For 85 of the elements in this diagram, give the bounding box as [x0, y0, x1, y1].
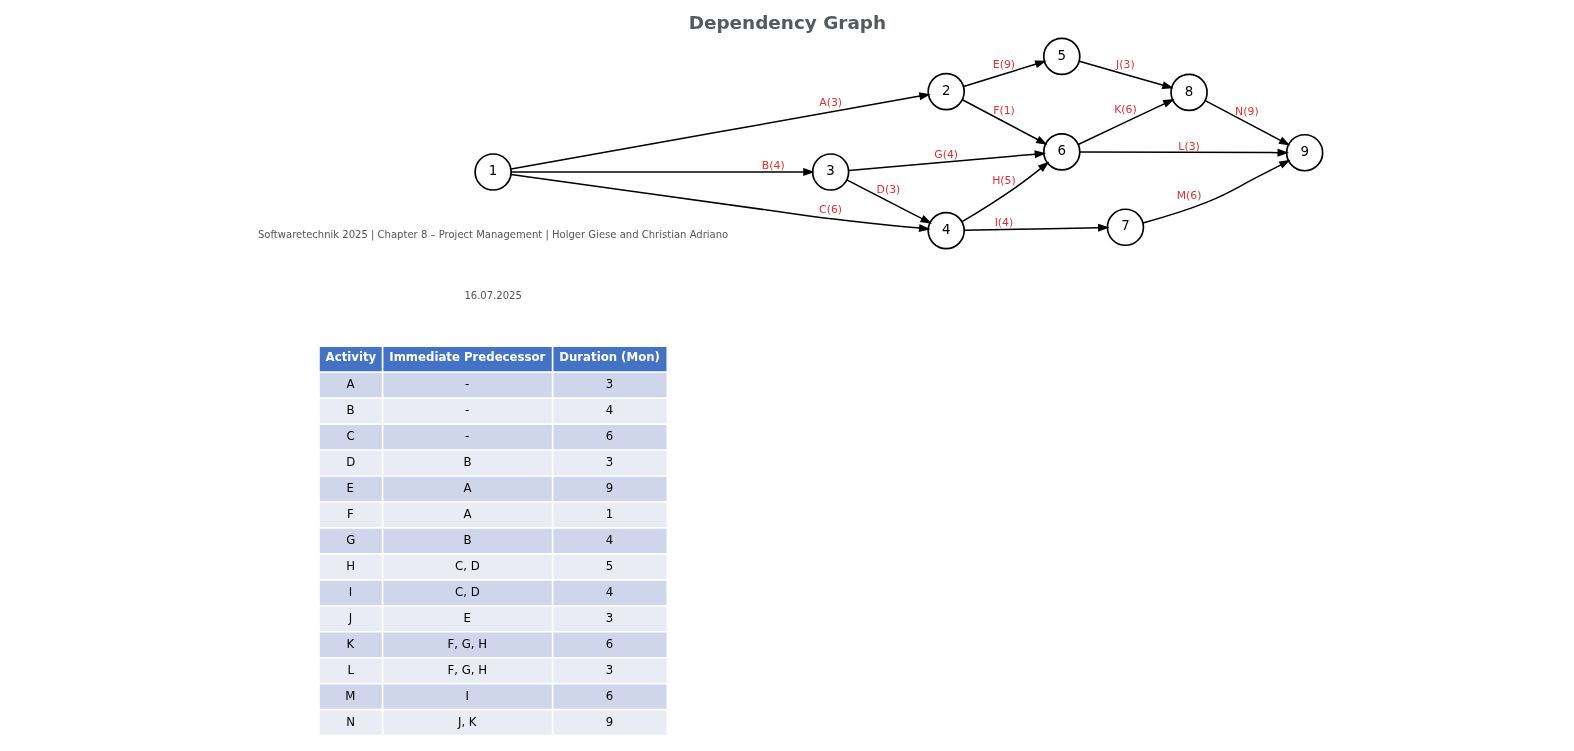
label: 9	[605, 481, 613, 496]
arrow	[962, 60, 1047, 88]
label: I	[464, 688, 469, 703]
arrow	[1077, 98, 1174, 146]
label: 9	[605, 714, 613, 729]
label: B	[462, 533, 471, 547]
node-circle: 7	[1106, 208, 1144, 247]
label: Softwaretechnik 2025 | Chapter 8 – Project Management | Holger Giese and Christian Adriano	[257, 229, 728, 241]
label: -	[464, 377, 469, 392]
label: 3	[605, 662, 613, 677]
arrow	[1078, 148, 1289, 157]
label: D	[345, 455, 355, 470]
label: 6	[605, 429, 613, 444]
label: E	[346, 481, 354, 496]
arrow	[1078, 60, 1174, 89]
label: C	[346, 429, 355, 444]
edge-label: E(9)	[992, 58, 1015, 72]
edge-label: J(3)	[1115, 57, 1135, 71]
label: F	[346, 507, 354, 522]
label: -	[464, 429, 469, 444]
label: -	[464, 403, 469, 418]
label: L	[346, 662, 354, 677]
label: 3	[605, 455, 613, 470]
label: M	[344, 688, 355, 703]
edge-label: G(4)	[933, 148, 958, 162]
label: E	[462, 610, 471, 625]
label: 4	[605, 533, 613, 547]
label: B	[346, 403, 355, 418]
arrow	[510, 168, 815, 176]
label: 3	[605, 377, 613, 392]
arrow	[1204, 99, 1290, 146]
edge-label: F(1)	[992, 103, 1015, 117]
label: I	[348, 584, 352, 599]
edge-label: B(4)	[761, 158, 785, 172]
label: A	[346, 377, 355, 392]
node-circle: 6	[1042, 133, 1081, 171]
edge-label: M(6)	[1176, 189, 1201, 203]
label: J	[348, 610, 352, 625]
label: C, D	[454, 584, 480, 599]
edge-label: A(3)	[818, 96, 842, 110]
arrow	[1141, 159, 1291, 224]
label: Immediate Predecessor	[388, 350, 545, 365]
edge-label: H(5)	[991, 174, 1016, 188]
label: 16.07.2025	[463, 289, 522, 301]
arrow	[963, 223, 1109, 232]
label: 3	[605, 610, 613, 625]
label: H	[345, 558, 355, 573]
label: K	[346, 636, 354, 651]
edge-label: D(3)	[876, 183, 900, 197]
label: B	[462, 455, 471, 470]
label: 4	[605, 403, 613, 418]
label: N	[345, 714, 355, 729]
label: A	[462, 481, 471, 496]
arrow	[960, 161, 1049, 223]
node-circle: 2	[926, 72, 965, 111]
node-circle: 9	[1285, 133, 1323, 172]
node-circle: 4	[926, 211, 965, 250]
arrow	[847, 150, 1046, 172]
node-circle: 1	[473, 153, 512, 191]
arrow	[509, 173, 930, 232]
diagram-title: Dependency Graph	[688, 11, 886, 33]
label: G	[345, 533, 355, 547]
label: 4	[605, 584, 613, 599]
node-circle: 3	[811, 153, 849, 191]
edge-label: C(6)	[818, 203, 842, 217]
arrow	[845, 179, 932, 224]
edge-label: N(9)	[1234, 104, 1259, 118]
label: 6	[605, 636, 613, 651]
label: C, D	[454, 558, 480, 573]
node-circle: 8	[1169, 73, 1208, 112]
label: Duration (Mon)	[558, 350, 660, 365]
label: A	[462, 507, 471, 522]
label: F, G, H	[446, 636, 487, 651]
arrow	[961, 98, 1047, 145]
edge-label: I(4)	[994, 215, 1013, 229]
label: J, K	[457, 714, 477, 729]
arrow	[509, 92, 931, 170]
label: 5	[605, 558, 613, 573]
label: 6	[605, 688, 613, 703]
node-circle: 5	[1042, 37, 1081, 76]
label: Activity	[325, 350, 376, 365]
edge-label: L(3)	[1177, 139, 1200, 153]
edge-label: K(6)	[1113, 102, 1137, 116]
label: 1	[605, 507, 613, 522]
label: F, G, H	[446, 662, 487, 677]
